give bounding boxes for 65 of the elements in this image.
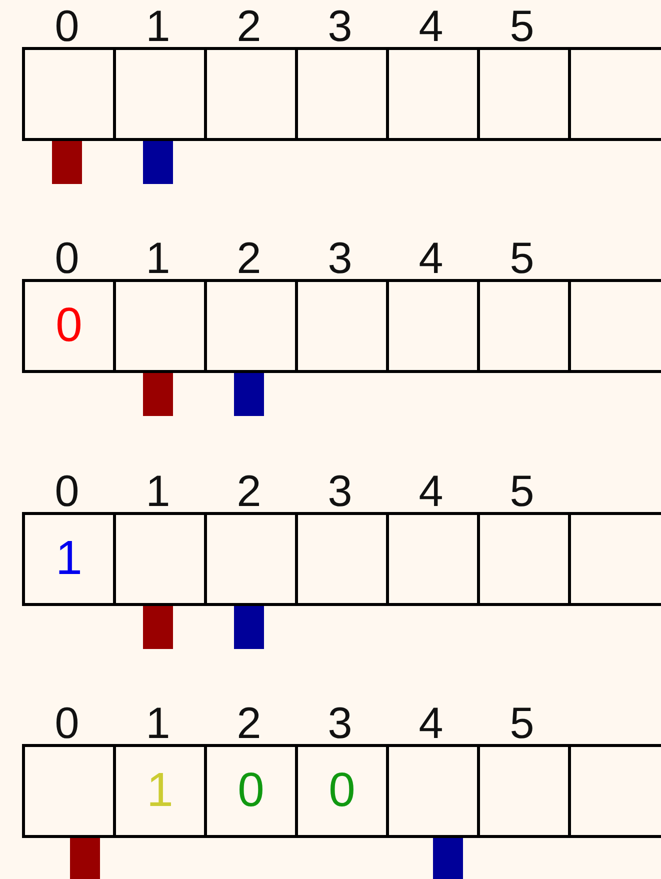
index-number: 0 — [54, 5, 80, 49]
array-cell — [295, 47, 389, 141]
pointer-marker — [234, 606, 264, 649]
array-cell — [477, 744, 571, 838]
index-number: 1 — [144, 5, 172, 49]
array-cell — [22, 744, 116, 838]
array-cell — [568, 47, 661, 141]
index-number: 3 — [326, 470, 354, 514]
array-cell — [568, 512, 661, 606]
index-number: 1 — [144, 470, 172, 514]
pointer-marker — [52, 141, 82, 184]
array-cell — [386, 744, 480, 838]
pointer-marker — [234, 373, 264, 416]
array-cell — [477, 47, 571, 141]
array-cell — [295, 512, 389, 606]
index-number: 4 — [418, 5, 444, 49]
cell-value: 1 — [146, 767, 174, 815]
index-number: 2 — [236, 702, 262, 746]
index-number: 3 — [326, 702, 354, 746]
index-number: 4 — [418, 470, 444, 514]
cell-value: 1 — [56, 535, 82, 583]
array-cell — [477, 512, 571, 606]
array-cell — [295, 744, 389, 838]
index-number: 2 — [236, 237, 262, 281]
index-number: 0 — [54, 702, 80, 746]
index-number: 2 — [236, 5, 262, 49]
index-number: 3 — [326, 237, 354, 281]
cell-value: 0 — [238, 767, 264, 815]
pointer-marker — [143, 141, 173, 184]
array-cell — [568, 744, 661, 838]
array-cell — [204, 512, 298, 606]
array-cell — [22, 47, 116, 141]
index-number: 5 — [508, 470, 536, 514]
pointer-marker — [433, 838, 463, 879]
pointer-marker — [143, 373, 173, 416]
array-cell — [22, 512, 116, 606]
array-cell — [386, 47, 480, 141]
index-number: 1 — [144, 237, 172, 281]
array-cell — [477, 279, 571, 373]
array-cell — [22, 279, 116, 373]
array-cell — [204, 279, 298, 373]
index-number: 4 — [418, 237, 444, 281]
array-cell — [568, 279, 661, 373]
array-cell — [295, 279, 389, 373]
cell-value: 0 — [328, 767, 356, 815]
pointer-marker — [143, 606, 173, 649]
index-number: 3 — [326, 5, 354, 49]
array-cell — [204, 744, 298, 838]
array-cell — [386, 512, 480, 606]
pointer-marker — [70, 838, 100, 879]
index-number: 1 — [144, 702, 172, 746]
index-number: 4 — [418, 702, 444, 746]
cell-value: 0 — [56, 302, 82, 350]
array-cell — [204, 47, 298, 141]
array-cell — [113, 744, 207, 838]
array-cell — [386, 279, 480, 373]
array-cell — [113, 279, 207, 373]
index-number: 5 — [508, 237, 536, 281]
index-number: 2 — [236, 470, 262, 514]
index-number: 5 — [508, 702, 536, 746]
index-number: 5 — [508, 5, 536, 49]
array-cell — [113, 512, 207, 606]
array-cell — [113, 47, 207, 141]
index-number: 0 — [54, 470, 80, 514]
index-number: 0 — [54, 237, 80, 281]
